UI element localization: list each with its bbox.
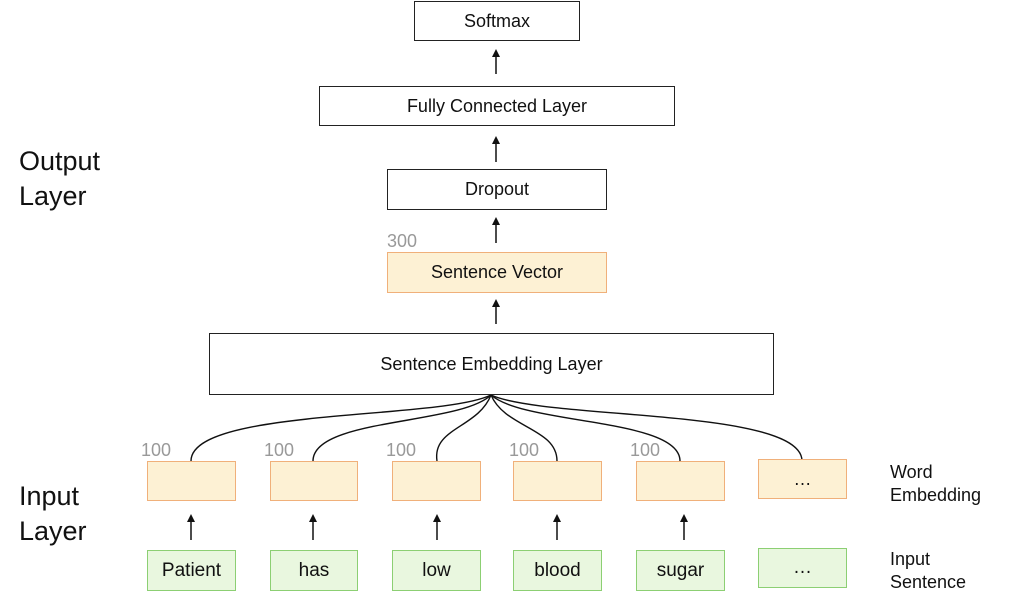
dropout-label: Dropout xyxy=(464,179,530,199)
sentence-vector-dim: 300 xyxy=(387,231,418,251)
sentence-vector-box: Sentence Vector xyxy=(387,252,607,293)
output-layer-label: Output Layer xyxy=(19,146,101,211)
input-word: low xyxy=(422,559,451,581)
word-embedding-dim-5: 100 xyxy=(630,440,661,460)
input-word-box-2: has xyxy=(270,550,358,591)
word-embedding-dim-4: 100 xyxy=(509,440,540,460)
word-embedding-box-3 xyxy=(392,461,481,501)
fully-connected-label: Fully Connected Layer xyxy=(406,95,588,116)
input-word-box-3: low xyxy=(392,550,481,591)
sentence-embedding-box: Sentence Embedding Layer xyxy=(209,333,774,395)
input-word: sugar xyxy=(656,559,705,581)
curve-embedding-2 xyxy=(312,394,492,462)
input-word-box-4: blood xyxy=(513,550,602,591)
word-embedding-dim-2: 100 xyxy=(264,440,295,460)
input-word-box-ellipsis: … xyxy=(758,548,847,588)
input-word: Patient xyxy=(161,559,222,581)
word-embedding-box-5 xyxy=(636,461,725,501)
input-layer-label: Input Layer xyxy=(19,481,87,546)
input-sentence-label: Input Sentence xyxy=(890,549,967,592)
dropout-box: Dropout xyxy=(387,169,607,210)
word-embedding-box-4 xyxy=(513,461,602,501)
input-word-box-1: Patient xyxy=(147,550,236,591)
curve-embedding-4 xyxy=(490,394,558,462)
curve-embedding-6 xyxy=(490,394,803,462)
input-word-box-5: sugar xyxy=(636,550,725,591)
word-embedding-dim-1: 100 xyxy=(141,440,172,460)
word-embedding-ellipsis: … xyxy=(793,468,812,489)
sentence-embedding-label: Sentence Embedding Layer xyxy=(380,353,603,374)
input-word: has xyxy=(298,559,330,581)
fully-connected-box: Fully Connected Layer xyxy=(319,86,675,126)
word-embedding-box-ellipsis: … xyxy=(758,459,847,499)
word-embedding-label: Word Embedding xyxy=(890,462,982,505)
sentence-vector-label: Sentence Vector xyxy=(430,262,564,282)
input-word: … xyxy=(793,557,812,578)
word-embedding-box-1 xyxy=(147,461,236,501)
input-word: blood xyxy=(534,559,581,581)
softmax-box: Softmax xyxy=(414,1,580,41)
curve-embedding-5 xyxy=(490,394,681,462)
word-embedding-box-2 xyxy=(270,461,358,501)
curve-embedding-3 xyxy=(436,394,492,462)
word-embedding-dim-3: 100 xyxy=(386,440,417,460)
softmax-label: Softmax xyxy=(463,10,531,31)
curve-embedding-1 xyxy=(190,394,492,462)
